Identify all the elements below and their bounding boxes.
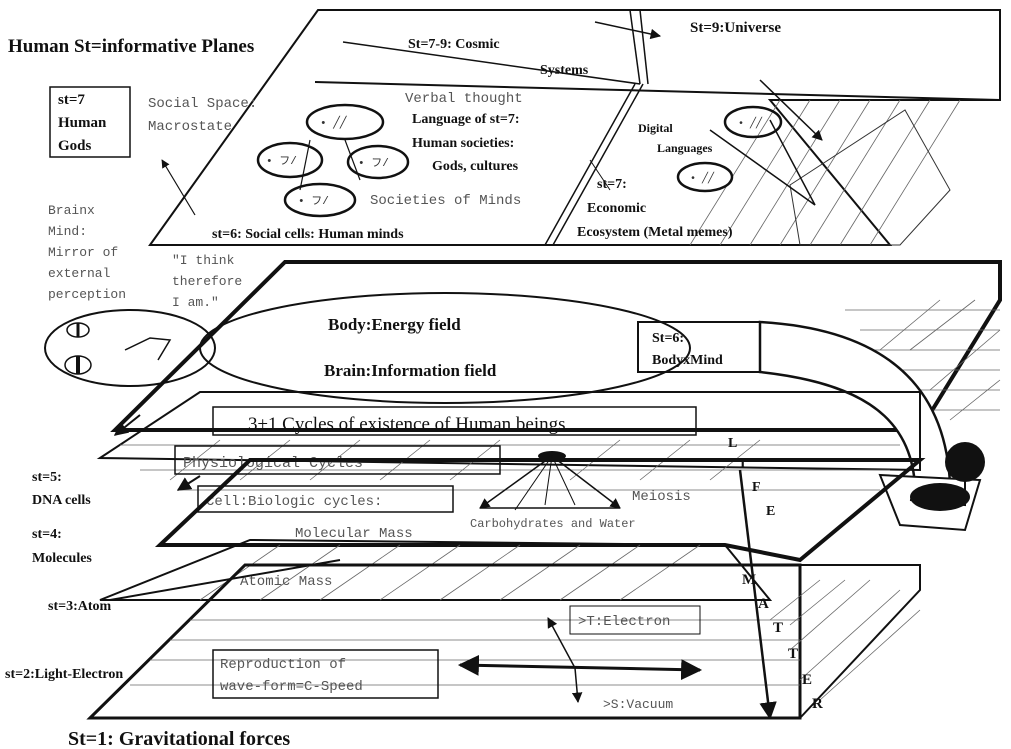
brain-mind-5: perception	[48, 287, 126, 302]
atomic-mass: Atomic Mass	[240, 574, 332, 590]
mind-circle-icon	[346, 144, 410, 180]
cycles-plane	[96, 391, 921, 513]
svg-text:• フ/: • フ/	[266, 155, 297, 168]
brain-mind-2: Mind:	[48, 224, 87, 239]
top-plane-hatch	[689, 99, 961, 246]
universe-label: St=9:Universe	[690, 20, 781, 36]
mind-circle-icon	[283, 182, 357, 218]
digital-languages-2: Languages	[657, 141, 713, 155]
bodymind-label-2: BodyxMind	[652, 353, 723, 368]
reproduction-1: Reproduction of	[220, 657, 346, 673]
mind-circle-icon	[723, 105, 783, 139]
electron-box	[569, 605, 701, 635]
language-1: Language of st=7:	[412, 112, 520, 127]
svg-text:• ╱╱: • ╱╱	[690, 171, 715, 185]
body-ellipse	[199, 292, 691, 404]
cycles-label: 3±1 Cycles of existence of Human beings	[248, 414, 566, 435]
digital-languages-1: Digital	[638, 121, 673, 135]
brain-mind-3: Mirror of	[48, 245, 118, 260]
economic-1: st=7:	[597, 177, 627, 192]
brain-mind-4: external	[48, 266, 111, 281]
cosmic-label: St=7-9: Cosmic	[408, 37, 500, 52]
quote-3: I am."	[172, 295, 219, 310]
svg-text:• ╱╱: • ╱╱	[738, 116, 763, 130]
st5-label-1: st=5:	[32, 470, 62, 485]
molecules-plane	[99, 458, 926, 601]
economic-2: Economic	[587, 201, 646, 216]
social-space-1: Social Space:	[148, 96, 257, 112]
human-gods-label-1: st=7	[58, 92, 85, 108]
societies-of-minds: Societies of Minds	[370, 193, 521, 209]
quote-2: therefore	[172, 274, 242, 289]
st4-label-2: Molecules	[32, 551, 92, 566]
social-cells: st=6: Social cells: Human minds	[212, 227, 404, 242]
matter-letter-m: M	[742, 572, 756, 588]
top-plane	[148, 9, 1001, 246]
mind-plane	[44, 260, 1002, 532]
life-letter-l: L	[728, 436, 737, 451]
cycles-box	[212, 406, 697, 436]
matter-letter-t1: T	[773, 620, 783, 636]
cosmic-label-2: Systems	[540, 63, 589, 78]
verbal-thought: Verbal thought	[405, 91, 523, 107]
life-letter-i: I	[740, 456, 745, 471]
physiological-label: Physiological Cycles	[183, 455, 363, 472]
svg-text:• フ/: • フ/	[358, 157, 389, 170]
matter-letter-r: R	[812, 696, 823, 712]
human-gods-box	[49, 86, 131, 158]
meiosis-label: Meiosis	[632, 489, 691, 505]
vacuum-label: >S:Vacuum	[603, 697, 673, 712]
life-letter-f: F	[752, 480, 761, 495]
electron-label: >T:Electron	[578, 614, 670, 630]
cell-label: Cell:Biologic cycles:	[206, 494, 382, 510]
cell-box	[197, 485, 454, 513]
bottom-plane	[86, 469, 921, 720]
matter-letter-t2: T	[788, 646, 798, 662]
st2-label: st=2:Light-Electron	[5, 667, 123, 682]
carbo-label: Carbohydrates and Water	[470, 517, 636, 531]
mind-circle-icon	[256, 141, 324, 179]
quote-1: "I think	[172, 253, 235, 268]
st4-label-1: st=4:	[32, 527, 62, 542]
head-ellipse	[44, 309, 216, 387]
mind-circle-icon	[305, 103, 385, 141]
st5-label-2: DNA cells	[32, 493, 91, 508]
st3-label: st=3:Atom	[48, 599, 112, 614]
wave-arrow	[457, 654, 703, 681]
reproduction-2: wave-form=C-Speed	[220, 679, 363, 695]
matter-letter-e: E	[802, 672, 812, 688]
matter-letter-a: A	[758, 596, 769, 612]
bottom-title: St=1: Gravitational forces	[68, 728, 290, 749]
body-energy: Body:Energy field	[328, 315, 461, 334]
mind-circle-icon	[676, 161, 734, 193]
human-gods-label-3: Gods	[58, 138, 92, 154]
svg-text:• フ/: • フ/	[298, 195, 329, 208]
language-2: Human societies:	[412, 136, 514, 151]
minds-circles: • ╱╱ • フ/ • フ/ • フ/ • ╱╱ • ╱╱	[256, 103, 783, 218]
svg-text:• ╱╱: • ╱╱	[320, 115, 348, 130]
brain-information: Brain:Information field	[324, 361, 497, 380]
brain-mind-1: Brainx	[48, 203, 95, 218]
molecular-mass: Molecular Mass	[295, 526, 413, 542]
social-space-2: Macrostate	[148, 119, 232, 135]
reproduction-box	[212, 649, 439, 699]
economic-3: Ecosystem (Metal memes)	[577, 225, 733, 240]
language-3: Gods, cultures	[432, 159, 519, 174]
human-gods-label-2: Human	[58, 115, 107, 131]
bodymind-label-1: St=6:	[652, 331, 684, 346]
life-letter-e: E	[766, 504, 775, 519]
diagram-title: Human St=informative Planes	[8, 36, 254, 57]
